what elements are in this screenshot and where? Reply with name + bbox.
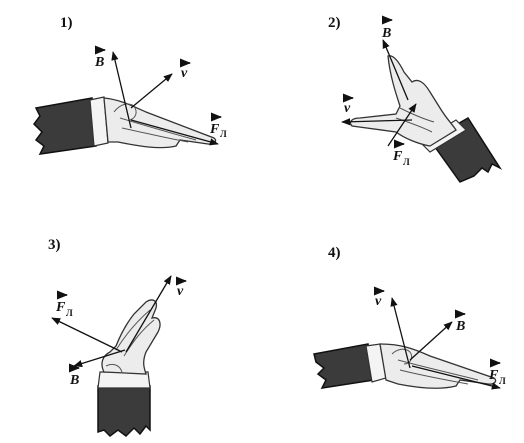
panel-4-b-label: B (454, 309, 467, 334)
panel-1-cuff (89, 96, 109, 147)
panel-1-hand (33, 96, 217, 155)
svg-text:F: F (488, 368, 499, 383)
panel-4-b-arrow (409, 321, 453, 361)
svg-text:F: F (55, 300, 66, 315)
panel-4-hand (313, 343, 497, 389)
panel-3-b-label: B (68, 363, 81, 388)
panel-1-number: 1) (60, 15, 73, 31)
panel-4-v-arrow (390, 297, 411, 369)
svg-text:Л: Л (403, 157, 410, 167)
svg-text:F: F (392, 149, 403, 164)
svg-text:B: B (69, 373, 79, 388)
svg-text:v: v (375, 294, 382, 309)
panel-2-b-label: B (381, 15, 394, 41)
panel-4-number: 4) (328, 245, 341, 261)
panel-4-v-label: v (373, 286, 386, 309)
panel-4-sleeve (313, 343, 375, 389)
svg-text:B: B (455, 319, 465, 334)
svg-text:v: v (181, 66, 188, 81)
panel-3-hand (97, 299, 161, 437)
panel-2-v-label: v (342, 93, 355, 116)
panel-1-sleeve (33, 97, 97, 155)
panel-2-palm (349, 55, 457, 147)
panel-3-f-arrow (51, 317, 123, 353)
svg-text:Л: Л (499, 376, 506, 386)
panel-1-v-arrow (130, 73, 173, 109)
panel-3-palm (101, 299, 161, 375)
svg-text:B: B (381, 26, 391, 41)
panel-1-v-label: v (179, 58, 192, 81)
svg-text:Л: Л (66, 308, 73, 318)
svg-text:v: v (344, 101, 351, 116)
panel-3-v-label: v (175, 276, 188, 299)
svg-text:B: B (94, 55, 104, 70)
panel-4: 4) v B F Л (313, 245, 506, 390)
svg-text:Л: Л (220, 129, 227, 139)
panel-3-sleeve (97, 385, 151, 437)
panel-3-v-arrow (125, 275, 172, 353)
panel-1-f-label: F Л (209, 112, 227, 139)
panel-3-number: 3) (48, 237, 61, 253)
panel-2-v-arrow (341, 118, 413, 126)
panel-2-number: 2) (328, 15, 341, 31)
panel-1-f-arrow (130, 119, 219, 146)
panel-1-b-arrow (111, 51, 132, 129)
panel-4-f-label: F Л (488, 358, 506, 386)
panel-4-f-arrow (411, 365, 501, 390)
svg-text:v: v (177, 284, 184, 299)
panel-3-f-label: F Л (55, 290, 73, 318)
panel-2-f-label: F Л (392, 139, 410, 167)
panel-1-b-label: B (94, 45, 107, 70)
panel-1: 1) B v F Л (33, 15, 227, 155)
panel-2-f-arrow (387, 103, 417, 147)
panel-2-hand (349, 55, 503, 183)
svg-text:F: F (209, 122, 220, 137)
panel-2-b-arrow (382, 39, 409, 101)
panel-2: 2) B v F Л (328, 15, 503, 183)
panel-3-b-arrow (73, 349, 126, 368)
panel-3: 3) B v F Л (48, 237, 188, 437)
